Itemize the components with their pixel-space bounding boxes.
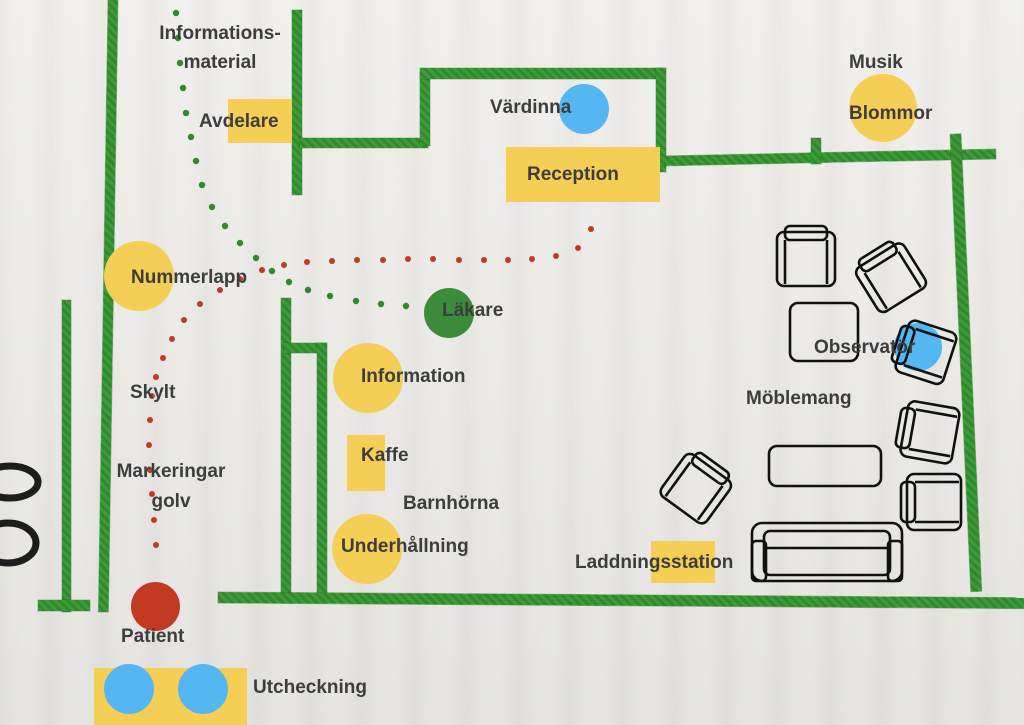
label-blommor: Blommor <box>849 103 933 124</box>
marker-underhallning <box>332 514 402 584</box>
label-laddningsstation: Laddningsstation <box>575 552 734 573</box>
label-markeringar-line2: golv <box>151 490 191 512</box>
sticky-avdelare <box>228 99 292 143</box>
label-moblemang: Möblemang <box>746 388 852 409</box>
wall-inner-right <box>317 343 327 598</box>
sofa-icon <box>750 521 904 583</box>
wall-bottom-left <box>38 600 90 611</box>
marker-lakare <box>424 288 474 338</box>
scissors-icon <box>0 462 42 567</box>
label-skylt: Skylt <box>130 382 176 403</box>
label-patient: Patient <box>121 626 185 647</box>
table-icon <box>788 301 860 363</box>
armchair-icon <box>894 400 961 465</box>
wall-inner-top <box>284 343 326 353</box>
label-information: Information <box>361 366 466 387</box>
wall-reception-top <box>420 68 664 79</box>
marker-patient <box>131 582 180 631</box>
label-markeringar-line1: Markeringar <box>116 461 226 482</box>
armchair-icon <box>854 240 928 314</box>
label-observator: Observatör <box>814 337 916 358</box>
wall-reception-left <box>420 72 430 146</box>
armchair-icon <box>890 319 958 386</box>
wall-inner-left <box>281 298 291 598</box>
label-reception: Reception <box>527 164 619 185</box>
table-icon <box>767 444 883 488</box>
wall-info-column <box>292 10 302 195</box>
marker-information <box>333 343 403 413</box>
wall-right-top-stub <box>811 138 821 164</box>
sticky-kaffe <box>347 435 385 491</box>
wall-top-corridor <box>300 138 428 148</box>
armchair-icon <box>775 224 837 288</box>
sticky-laddningsstation <box>651 541 715 583</box>
dotted-path-green <box>172 9 410 310</box>
label-nummerlapp: Nummerlapp <box>131 267 248 288</box>
sticky-reception <box>506 147 660 202</box>
label-informationsmaterial-line1: Informations- <box>159 23 281 44</box>
wall-reception-right <box>656 68 666 172</box>
label-avdelare: Avdelare <box>199 111 279 132</box>
label-informationsmaterial: Informations- material <box>150 23 290 74</box>
label-barnhorna: Barnhörna <box>403 493 500 514</box>
label-kaffe: Kaffe <box>361 445 409 466</box>
label-vardinna: Värdinna <box>490 97 572 118</box>
label-informationsmaterial-line2: material <box>183 51 257 73</box>
label-underhallning: Underhållning <box>341 536 469 557</box>
label-utcheckning: Utcheckning <box>253 677 368 698</box>
label-lakare: Läkare <box>442 300 504 321</box>
label-musik: Musik <box>849 52 903 73</box>
armchair-icon <box>659 451 733 525</box>
dotted-path-red <box>146 226 594 548</box>
armchair-icon <box>899 472 963 532</box>
wall-left-outer-lower <box>62 300 71 612</box>
marker-blommor <box>849 74 917 142</box>
marker-utcheckning-1 <box>104 664 154 714</box>
marker-nummerlapp <box>104 241 174 311</box>
label-markeringar: Markeringar golv <box>105 461 237 513</box>
marker-utcheckning-2 <box>178 664 228 714</box>
marker-vardinna <box>559 84 609 134</box>
